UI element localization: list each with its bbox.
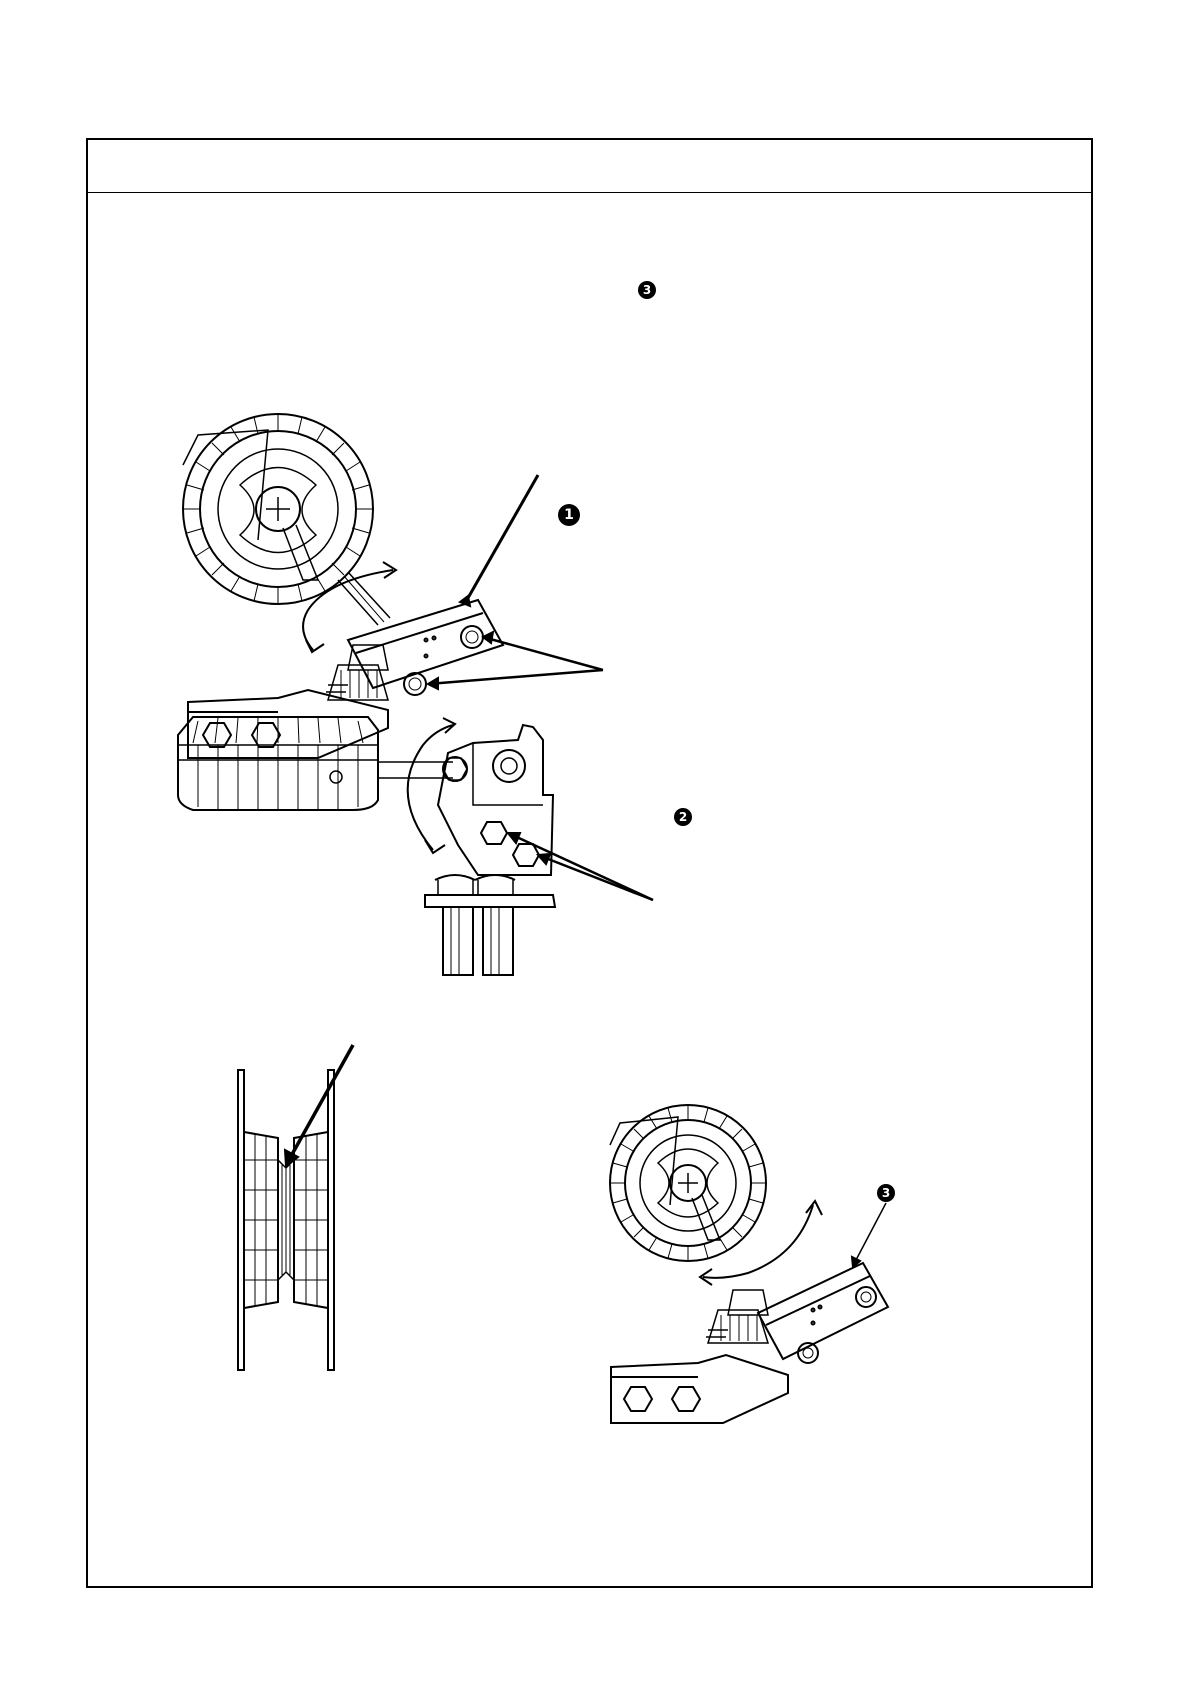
header-band [88, 140, 1091, 193]
callout-marker-1: 1 [558, 504, 580, 526]
figure-3-roller-groove [228, 1040, 388, 1390]
callout-marker-3-fig4: 3 [877, 1184, 895, 1202]
page-frame: 3 [86, 138, 1093, 1588]
figure-4-wheel-adjusted [608, 1055, 948, 1435]
figure-2-drawing [173, 685, 633, 975]
figure-4-drawing [608, 1055, 948, 1435]
callout-marker-2: 2 [674, 808, 692, 826]
figure-3-drawing [228, 1040, 388, 1390]
callout-marker-3-top: 3 [638, 281, 656, 299]
figure-2-side-view [173, 685, 633, 975]
